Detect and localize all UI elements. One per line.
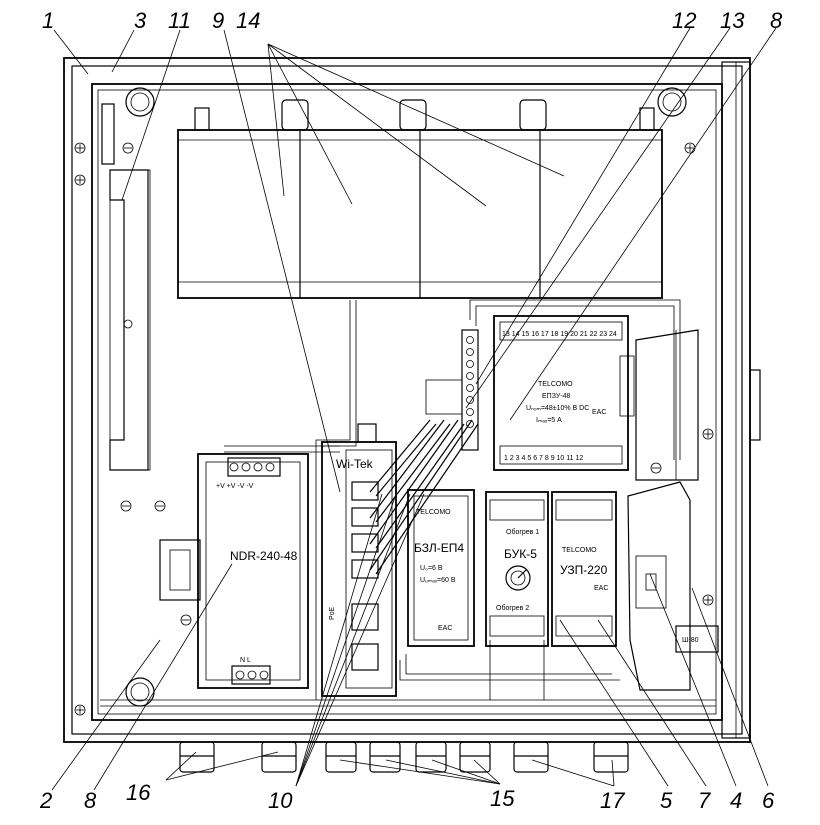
bzl-umax-label: Uᵤₘₐₓ=60 В [420, 577, 456, 584]
callout-2: 2 [39, 788, 52, 813]
callout-17: 17 [600, 788, 625, 813]
callout-1: 1 [42, 8, 54, 33]
epz-eac-label: EAC [592, 409, 606, 416]
side-plate [109, 169, 151, 471]
buk-module: Обогрев 1 БУК-5 Обогрев 2 [485, 491, 549, 647]
switch-poe-label: PoE [329, 606, 336, 620]
uzp-eac-label: EAC [594, 585, 608, 592]
epz-current-label: Iₘₐₓ=5 А [536, 417, 562, 424]
callout-8-bottom: 8 [84, 788, 97, 813]
bzl-model-label: БЗЛ-ЕП4 [414, 541, 464, 555]
bzl-u-label: U₀=6 В [420, 565, 443, 572]
epz-brand-label: TELCOMO [538, 381, 573, 388]
callout-9: 9 [212, 8, 224, 33]
callout-16: 16 [126, 780, 151, 805]
callout-numbers: 1 3 11 9 14 12 13 8 2 8 16 10 15 17 5 7 … [39, 8, 783, 813]
patch-cords [369, 419, 479, 575]
mounting-bolt-icon [125, 87, 687, 707]
terminal-strip [425, 329, 479, 451]
buk-sub1-label: Обогрев 1 [506, 528, 539, 536]
callout-3: 3 [134, 8, 147, 33]
callout-12: 12 [672, 8, 696, 33]
epz-module: 13 14 15 16 17 18 19 20 21 22 23 24 1 2 … [493, 315, 635, 471]
cable-gland-icon [179, 741, 629, 773]
buk-model-label: БУК-5 [504, 547, 537, 561]
callout-15: 15 [490, 786, 515, 811]
callout-11: 11 [168, 8, 191, 33]
battery-pack [177, 99, 663, 299]
screw-icon [74, 142, 714, 716]
psu-model-label: NDR-240-48 [230, 549, 298, 563]
epz-terminal-bottom-label: 1 2 3 4 5 6 7 8 9 10 11 12 [504, 455, 583, 462]
bzl-module: TELCOMO БЗЛ-ЕП4 U₀=6 В Uᵤₘₐₓ=60 В EAC [407, 489, 475, 647]
callout-7: 7 [698, 788, 711, 813]
buk-sub2-label: Обогрев 2 [496, 604, 529, 612]
callout-6: 6 [762, 788, 775, 813]
uzp-module: TELCOMO УЗП-220 EAC [551, 491, 617, 647]
psu-terminal-bottom-label: N L [240, 657, 251, 664]
sh80-label: Ш-80 [682, 637, 699, 644]
callout-8-top: 8 [770, 8, 783, 33]
uzp-model-label: УЗП-220 [560, 563, 608, 577]
bzl-brand-label: TELCOMO [416, 509, 451, 516]
epz-voltage-label: Uₙₒₘ=48±10% В DC [526, 405, 589, 412]
callout-14: 14 [236, 8, 260, 33]
enclosure-frame [63, 57, 761, 743]
poe-switch: Wi-Tek PoE [321, 423, 397, 697]
leader-lines [51, 27, 777, 791]
power-supply: +V +V -V -V NDR-240-48 N L [159, 453, 309, 689]
uzp-brand-label: TELCOMO [562, 547, 597, 554]
epz-terminal-top-label: 13 14 15 16 17 18 19 20 21 22 23 24 [502, 331, 617, 338]
callout-13: 13 [720, 8, 745, 33]
callout-5: 5 [660, 788, 673, 813]
breaker-block [627, 329, 699, 691]
bzl-eac-label: EAC [438, 625, 452, 632]
switch-brand-label: Wi-Tek [336, 457, 374, 471]
psu-terminal-top-label: +V +V -V -V [216, 483, 254, 490]
epz-model-label: ЕПЗУ-48 [542, 393, 571, 400]
callout-4: 4 [730, 788, 742, 813]
callout-10: 10 [268, 788, 293, 813]
